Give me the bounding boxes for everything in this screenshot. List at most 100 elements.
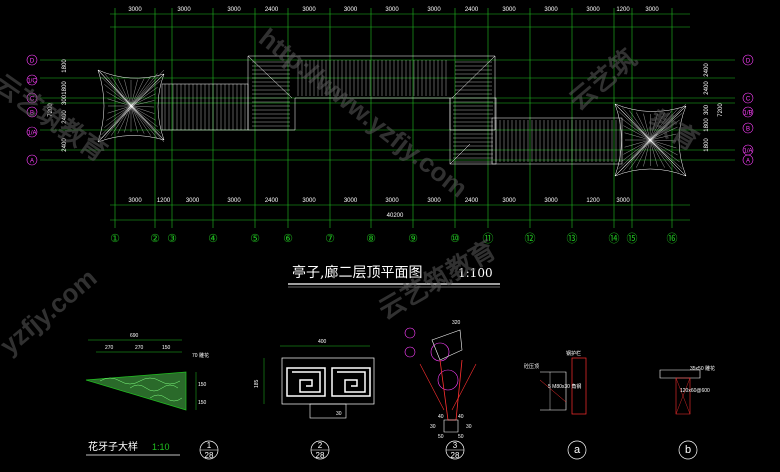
top-dim-3: 2400 <box>265 7 279 13</box>
bracket-dim-total: 690 <box>130 333 139 339</box>
left-axis-label-4: 1/A <box>27 131 36 137</box>
right-axis-circle-2 <box>742 106 754 118</box>
bracket-side-1: 150 <box>198 382 207 388</box>
detail-a-label-1: 砼压顶 <box>524 363 539 370</box>
bottom-dim-0: 3000 <box>128 198 142 204</box>
top-dim-5: 3000 <box>344 7 358 13</box>
grid-bubble-6: ⑥ <box>283 233 293 245</box>
bracket-scale: 1:10 <box>152 442 170 452</box>
left-axis-label-5: A <box>30 159 34 165</box>
right-corridor-roof <box>491 117 623 165</box>
right-axis-label-0: D <box>746 59 751 65</box>
bottom-dim-9: 2400 <box>465 198 479 204</box>
detail-b-label-1: 35x50 雕花 <box>690 365 715 372</box>
plan-scale: 1:100 <box>458 266 493 280</box>
detail-a: 砼压顶 钢护栏 5 M80x30 角钢 <box>524 350 587 415</box>
right-pavilion-roof <box>614 103 687 177</box>
left-pavilion-roof <box>97 69 165 143</box>
right-dim-3: 1800 <box>704 118 710 132</box>
right-dim-4: 1800 <box>704 138 710 152</box>
left-axis-label-0: D <box>30 59 35 65</box>
right-wing-roof <box>449 97 497 165</box>
left-axis-label-3: B <box>30 111 34 117</box>
bottom-dim-8: 3000 <box>427 198 441 204</box>
bracket-dim-1: 270 <box>105 345 114 351</box>
bracket-detail: 690 270 270 150 70 雕花 150 150 花牙子大样 1:10 <box>85 333 209 456</box>
left-dim-3: 2400 <box>62 110 68 124</box>
left-axis-circle-2 <box>26 92 38 104</box>
detail-marker-num-1: 2 <box>318 441 323 450</box>
bottom-dim-2: 3000 <box>186 198 200 204</box>
top-dim-2: 3000 <box>227 7 241 13</box>
grid-bubble-11: ⑪ <box>483 232 494 245</box>
left-corridor-roof <box>161 83 249 131</box>
bracket-dim-2: 270 <box>135 345 144 351</box>
top-dim-12: 1200 <box>616 7 630 13</box>
right-axis-circle-3 <box>742 122 754 134</box>
left-axis-circle-3 <box>26 106 38 118</box>
left-axis-label-1: 1/C <box>27 79 37 85</box>
left-axis-circle-4 <box>26 126 38 138</box>
left-total-dim: 7200 <box>48 103 54 117</box>
top-dim-6: 3000 <box>385 7 399 13</box>
top-dimensions: 3000 3000 3000 2400 3000 3000 3000 3000 2400 3000… <box>128 7 659 13</box>
section-dim-2: 30 <box>466 424 472 430</box>
bracket-dim-3: 150 <box>162 345 171 351</box>
grid-bubble-3: ③ <box>167 233 177 245</box>
overall-dimension: 40200 <box>387 213 404 219</box>
detail-b-label-2: 120x60@600 <box>680 388 710 394</box>
left-dim-1: 1800 <box>62 81 68 95</box>
top-dim-9: 3000 <box>502 7 516 13</box>
grid-lines <box>40 13 735 221</box>
section-dim-6: 50 <box>458 434 464 440</box>
right-axis-circle-1 <box>742 92 754 104</box>
watermark-1: 云艺筑教育 <box>0 68 113 167</box>
top-dim-7: 3000 <box>427 7 441 13</box>
top-dim-8: 2400 <box>465 7 479 13</box>
bottom-dim-7: 3000 <box>385 198 399 204</box>
right-axis-label-3: B <box>746 127 750 133</box>
column-section-detail: 320 30 30 40 40 50 50 <box>404 320 477 440</box>
bracket-note: 70 雕花 <box>192 352 209 359</box>
detail-marker-circle-4 <box>678 440 698 460</box>
bottom-dim-5: 3000 <box>302 198 316 204</box>
grid-bubble-1: ① <box>110 233 120 245</box>
detail-marker-num-2: 3 <box>453 441 458 450</box>
left-dim-2: 300 <box>62 94 68 105</box>
bottom-dim-4: 2400 <box>265 198 279 204</box>
right-axis-label-2: 1/B <box>743 111 752 117</box>
grid-bubble-4: ④ <box>208 233 218 245</box>
left-dim-4: 2400 <box>62 138 68 152</box>
section-dim-3: 40 <box>438 414 444 420</box>
right-axis-bubbles: DC1/BB1/AA <box>742 54 754 166</box>
detail-marker-num-0: 1 <box>207 441 212 450</box>
top-dim-10: 3000 <box>544 7 558 13</box>
lattice-panel-detail: 400 185 30 <box>254 339 375 419</box>
section-dim-4: 40 <box>458 414 464 420</box>
watermark-2: http://www.yzfjy.com <box>253 22 473 203</box>
grid-bubble-15: ⑮ <box>627 232 638 245</box>
top-dim-1: 3000 <box>177 7 191 13</box>
right-axis-circle-5 <box>742 154 754 166</box>
watermark-6: 教育 <box>644 104 704 156</box>
top-dim-4: 3000 <box>302 7 316 13</box>
bottom-dim-11: 3000 <box>544 198 558 204</box>
left-dim-0: 1800 <box>62 59 68 73</box>
right-dim-2: 300 <box>704 104 710 115</box>
central-hip-roof <box>247 55 496 131</box>
bottom-dim-6: 3000 <box>344 198 358 204</box>
grid-bubble-10: ⑩ <box>450 233 460 245</box>
detail-marker-sheet-1: 28 <box>316 451 325 460</box>
panel-width: 400 <box>318 339 327 345</box>
plan-title: 亭子,廊二层顶平面图 <box>292 264 422 281</box>
detail-marker-sheet-0: 28 <box>205 451 214 460</box>
detail-marker-num-4: b <box>685 444 691 456</box>
bracket-side-2: 150 <box>198 400 207 406</box>
left-axis-circle-1 <box>26 74 38 86</box>
grid-bubble-14: ⑭ <box>609 232 620 245</box>
